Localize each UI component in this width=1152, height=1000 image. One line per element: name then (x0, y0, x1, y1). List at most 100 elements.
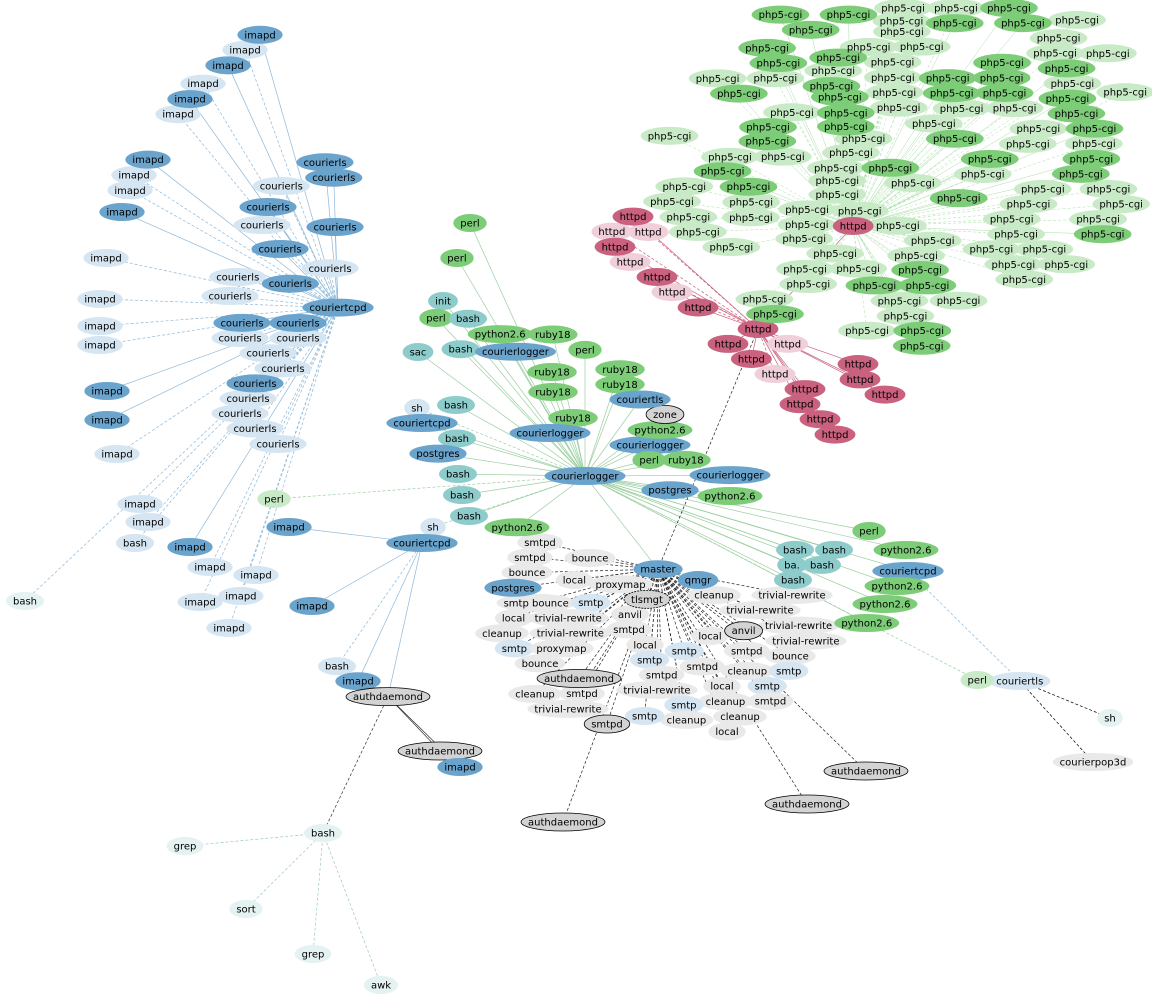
node-perl[interactable] (453, 214, 487, 232)
node-bash[interactable] (802, 555, 842, 574)
node-imapd[interactable] (125, 513, 171, 531)
node-ruby18[interactable] (595, 375, 645, 394)
node-zone[interactable] (645, 405, 685, 424)
node-php5-cgi[interactable] (749, 54, 808, 73)
node-local[interactable] (626, 635, 664, 654)
node-bash[interactable] (442, 486, 482, 504)
node-httpd[interactable] (754, 365, 796, 384)
node-httpd[interactable] (779, 395, 821, 414)
node-php5-cgi[interactable] (1037, 59, 1096, 78)
node-php5-cgi[interactable] (922, 84, 981, 103)
node-cleanup[interactable] (687, 586, 741, 605)
node-php5-cgi[interactable] (1037, 255, 1096, 274)
node-postgres[interactable] (641, 481, 699, 500)
node-cleanup[interactable] (720, 662, 775, 681)
node-sort[interactable] (229, 900, 263, 918)
node-imapd[interactable] (117, 495, 163, 513)
node-smtp-bounce[interactable] (496, 593, 576, 612)
node-smtp[interactable] (630, 650, 670, 669)
node-php5-cgi[interactable] (775, 229, 834, 248)
node-imapd[interactable] (187, 558, 233, 576)
node-courierls[interactable] (219, 389, 277, 408)
node-python2-6[interactable] (873, 541, 939, 559)
node-authdaemond[interactable] (397, 741, 483, 761)
node-php5-cgi[interactable] (669, 222, 727, 241)
node-php5-cgi[interactable] (719, 177, 778, 196)
node-courierlogger[interactable] (544, 467, 626, 485)
node-authdaemond[interactable] (536, 669, 622, 688)
node-php5-cgi[interactable] (781, 20, 840, 39)
node-trivial-rewrite[interactable] (765, 631, 847, 650)
node-trivial-rewrite[interactable] (719, 601, 801, 620)
node-courierls[interactable] (306, 218, 364, 236)
node-smtpd[interactable] (638, 665, 685, 684)
node-imapd[interactable] (107, 181, 153, 200)
node-php5-cgi[interactable] (808, 185, 867, 204)
node-python2-6[interactable] (484, 518, 550, 537)
node-php5-cgi[interactable] (929, 291, 988, 310)
node-courierls[interactable] (239, 344, 297, 363)
node-smtpd[interactable] (606, 620, 652, 639)
node-php5-cgi[interactable] (806, 244, 864, 263)
node-trivial-rewrite[interactable] (527, 699, 609, 718)
node-imapd[interactable] (77, 290, 123, 308)
node-ruby18[interactable] (528, 383, 578, 401)
node-ruby18[interactable] (527, 363, 577, 381)
node-courierls[interactable] (251, 240, 309, 258)
node-httpd[interactable] (636, 267, 678, 286)
node-php5-cgi[interactable] (822, 143, 880, 162)
node-master[interactable] (633, 560, 683, 579)
node-php5-cgi[interactable] (869, 216, 927, 235)
node-cleanup[interactable] (698, 692, 753, 711)
node-cleanup[interactable] (713, 707, 767, 726)
node-smtpd[interactable] (747, 692, 794, 711)
node-ruby18[interactable] (548, 409, 598, 427)
node-php5-cgi[interactable] (973, 53, 1031, 72)
node-php5-cgi[interactable] (870, 291, 929, 310)
node-php5-cgi[interactable] (1029, 29, 1088, 48)
node-php5-cgi[interactable] (891, 261, 949, 280)
node-httpd[interactable] (837, 355, 879, 374)
node-couriertcpd[interactable] (386, 414, 458, 433)
node-courierls[interactable] (239, 198, 297, 216)
node-courierls[interactable] (213, 313, 271, 332)
node-php5-cgi[interactable] (701, 147, 759, 166)
node-couriertcpd[interactable] (302, 298, 374, 317)
node-php5-cgi[interactable] (903, 231, 962, 250)
node-php5-cgi[interactable] (925, 14, 984, 33)
node-php5-cgi[interactable] (929, 189, 988, 208)
node-php5-cgi[interactable] (693, 162, 752, 181)
node-authdaemond[interactable] (823, 761, 909, 781)
node-php5-cgi[interactable] (830, 201, 889, 220)
node-couriertls[interactable] (989, 672, 1051, 690)
node-php5-cgi[interactable] (1096, 83, 1152, 102)
node-php5-cgi[interactable] (898, 276, 957, 295)
node-httpd[interactable] (730, 349, 772, 368)
node-python2-6[interactable] (467, 325, 533, 344)
node-httpd[interactable] (839, 370, 881, 389)
node-imapd[interactable] (77, 317, 123, 335)
node-php5-cgi[interactable] (869, 98, 928, 117)
node-php5-cgi[interactable] (1092, 195, 1150, 214)
node-php5-cgi[interactable] (918, 69, 977, 88)
node-bash[interactable] (5, 592, 45, 610)
node-imapd[interactable] (84, 382, 130, 400)
node-courierls[interactable] (296, 153, 354, 172)
node-php5-cgi[interactable] (975, 83, 1034, 102)
node-imapd[interactable] (77, 336, 123, 354)
node-postgres[interactable] (484, 578, 542, 597)
node-courierls[interactable] (301, 259, 359, 278)
node-php5-cgi[interactable] (893, 321, 952, 340)
node-smtp[interactable] (571, 593, 611, 612)
node-courierlogger[interactable] (474, 342, 556, 361)
node-trivial-rewrite[interactable] (616, 680, 698, 699)
node-bash[interactable] (436, 396, 476, 414)
node-php5-cgi[interactable] (892, 37, 951, 56)
node-authdaemond[interactable] (764, 794, 850, 814)
node-php5-cgi[interactable] (1015, 240, 1074, 259)
node-php5-cgi[interactable] (710, 84, 768, 103)
node-php5-cgi[interactable] (722, 193, 780, 212)
node-php5-cgi[interactable] (779, 275, 838, 294)
node-php5-cgi[interactable] (776, 259, 834, 278)
node-smtp[interactable] (624, 707, 665, 725)
